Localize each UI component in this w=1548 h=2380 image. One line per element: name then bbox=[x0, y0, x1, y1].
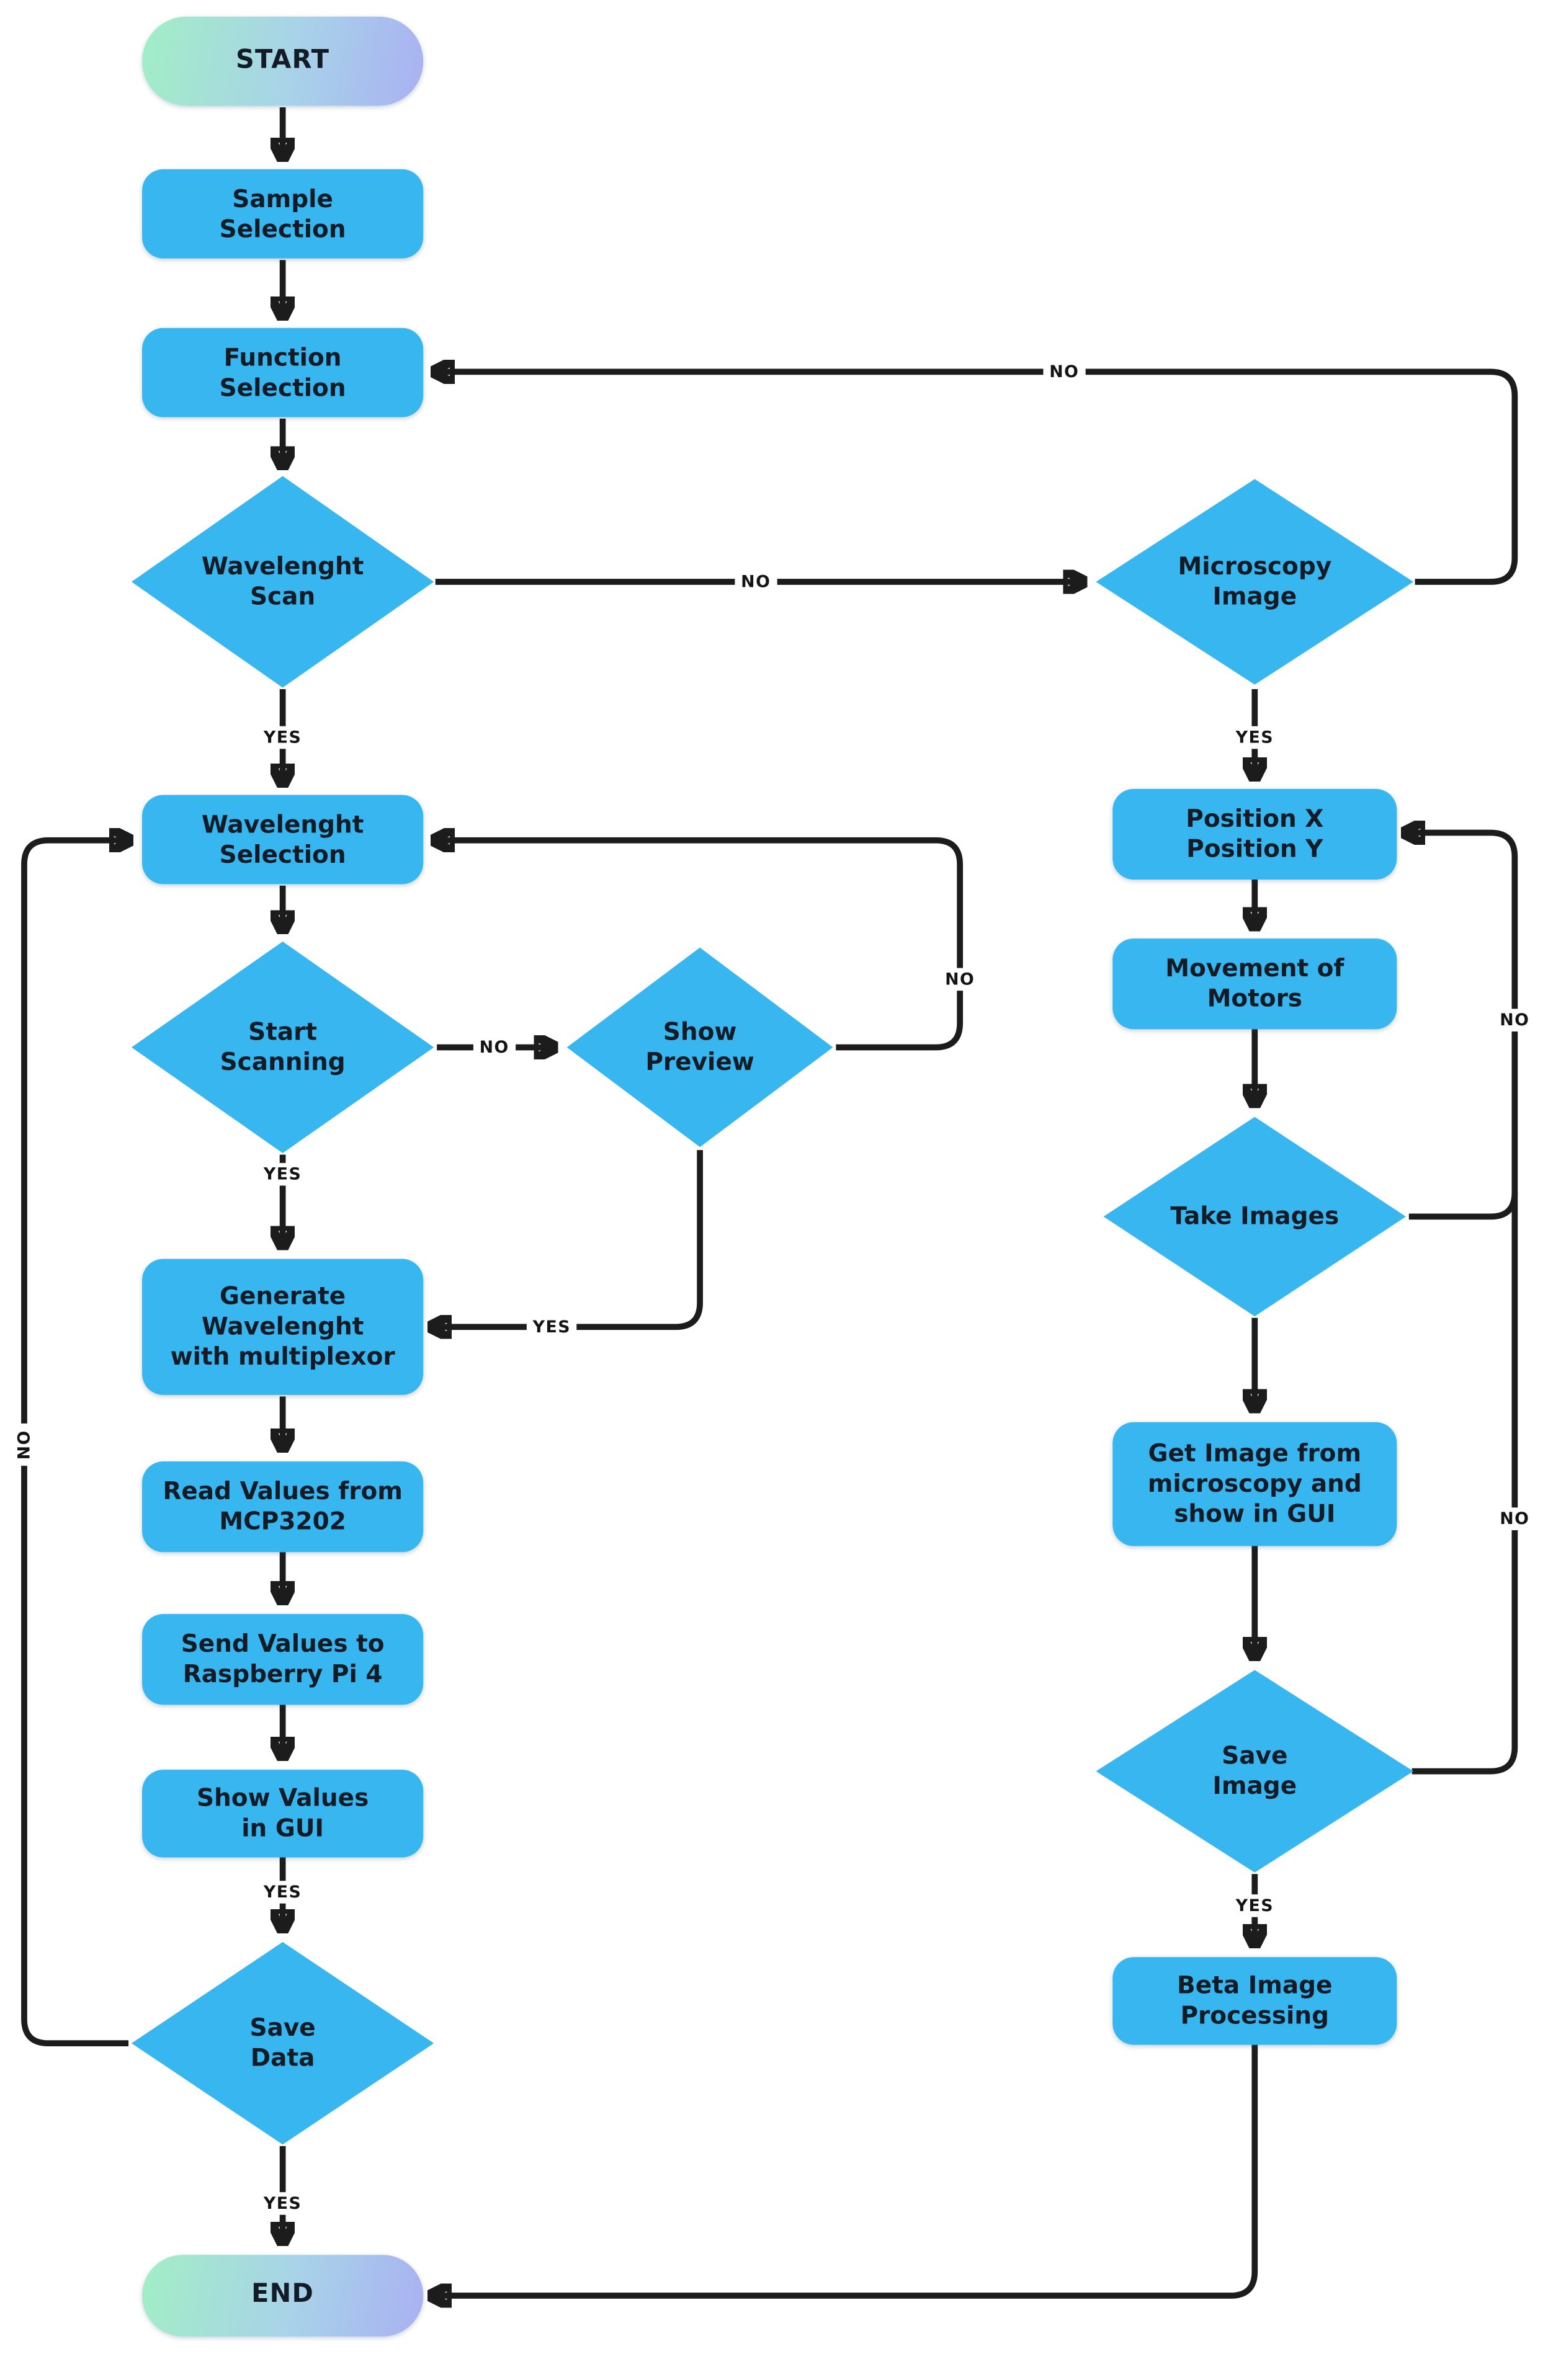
edge-label-yes-save-data: YES bbox=[257, 2192, 308, 2215]
edge-showpreview-yes-to-generate bbox=[432, 1150, 703, 1327]
node-read-values: Read Values from MCP3202 bbox=[142, 1461, 424, 1553]
node-take-images-label: Take Images bbox=[1170, 1201, 1340, 1231]
node-wavelength-scan-label: Wavelenght Scan bbox=[201, 551, 364, 611]
node-function-selection: Function Selection bbox=[142, 328, 424, 417]
edge-takeimages-no-merge bbox=[1408, 1192, 1518, 1220]
node-get-image-label: Get Image from microscopy and show in GU… bbox=[1147, 1438, 1362, 1528]
edge-label-no-start-scanning: NO bbox=[473, 1036, 516, 1059]
node-position-xy-label: Position X Position Y bbox=[1186, 804, 1324, 863]
node-send-values-label: Send Values to Raspberry Pi 4 bbox=[181, 1629, 385, 1688]
node-get-image: Get Image from microscopy and show in GU… bbox=[1112, 1422, 1397, 1546]
node-read-values-label: Read Values from MCP3202 bbox=[163, 1476, 403, 1536]
edge-saveimage-no-rail-to-positionxy bbox=[1406, 833, 1518, 1775]
edge-label-no-take-images: NO bbox=[1493, 1009, 1536, 1032]
node-start-label: START bbox=[235, 45, 330, 76]
node-send-values: Send Values to Raspberry Pi 4 bbox=[142, 1614, 424, 1705]
node-generate-wavelength: Generate Wavelenght with multiplexor bbox=[142, 1259, 424, 1395]
node-generate-wavelength-label: Generate Wavelenght with multiplexor bbox=[170, 1281, 395, 1371]
edge-savedata-no-loop-to-waveselect bbox=[21, 840, 128, 2047]
node-sample-selection: Sample Selection bbox=[142, 169, 424, 259]
node-wavelength-selection: Wavelenght Selection bbox=[142, 795, 424, 885]
node-show-values: Show Values in GUI bbox=[142, 1770, 424, 1858]
edge-microscopy-no-loop-to-function bbox=[436, 372, 1518, 585]
edge-label-yes-save-image: YES bbox=[1229, 1894, 1280, 1917]
node-show-preview-label: Show Preview bbox=[645, 1017, 754, 1076]
node-position-xy: Position X Position Y bbox=[1112, 788, 1397, 880]
edge-label-no-save-image: NO bbox=[1493, 1507, 1536, 1530]
node-start-scanning-label: Start Scanning bbox=[220, 1017, 346, 1076]
edge-showpreview-no-loop-to-waveselect bbox=[436, 840, 964, 1051]
edge-beta-to-end bbox=[432, 2044, 1258, 2296]
node-microscopy-image-label: Microscopy Image bbox=[1178, 551, 1332, 611]
node-beta-processing-label: Beta Image Processing bbox=[1177, 1971, 1333, 2030]
node-wavelength-selection-label: Wavelenght Selection bbox=[201, 809, 364, 868]
edge-label-no-scan-to-microscopy: NO bbox=[735, 570, 777, 594]
node-sample-selection-label: Sample Selection bbox=[219, 184, 346, 243]
node-movement-of-motors-label: Movement of Motors bbox=[1165, 953, 1344, 1013]
node-function-selection-label: Function Selection bbox=[219, 342, 346, 401]
edge-label-no-save-data-loop: NO bbox=[12, 1424, 36, 1466]
node-show-values-label: Show Values in GUI bbox=[196, 1783, 369, 1843]
node-beta-processing: Beta Image Processing bbox=[1112, 1957, 1397, 2045]
edge-label-yes-start-scanning: YES bbox=[257, 1162, 308, 1186]
edge-label-yes-scan: YES bbox=[257, 726, 308, 749]
node-end-label: END bbox=[251, 2280, 315, 2310]
node-start: START bbox=[142, 16, 424, 106]
node-movement-of-motors: Movement of Motors bbox=[1112, 938, 1397, 1030]
edge-label-no-show-preview-loop: NO bbox=[939, 968, 982, 991]
edge-label-yes-microscopy: YES bbox=[1229, 726, 1280, 749]
node-save-data-label: Save Data bbox=[249, 2013, 316, 2072]
node-save-image-label: Save Image bbox=[1212, 1740, 1297, 1800]
edge-label-yes-show-values: YES bbox=[257, 1881, 308, 1904]
edge-label-yes-show-preview: YES bbox=[526, 1315, 577, 1339]
node-end: END bbox=[142, 2255, 424, 2337]
edge-label-no-microscopy-loop: NO bbox=[1043, 360, 1086, 383]
